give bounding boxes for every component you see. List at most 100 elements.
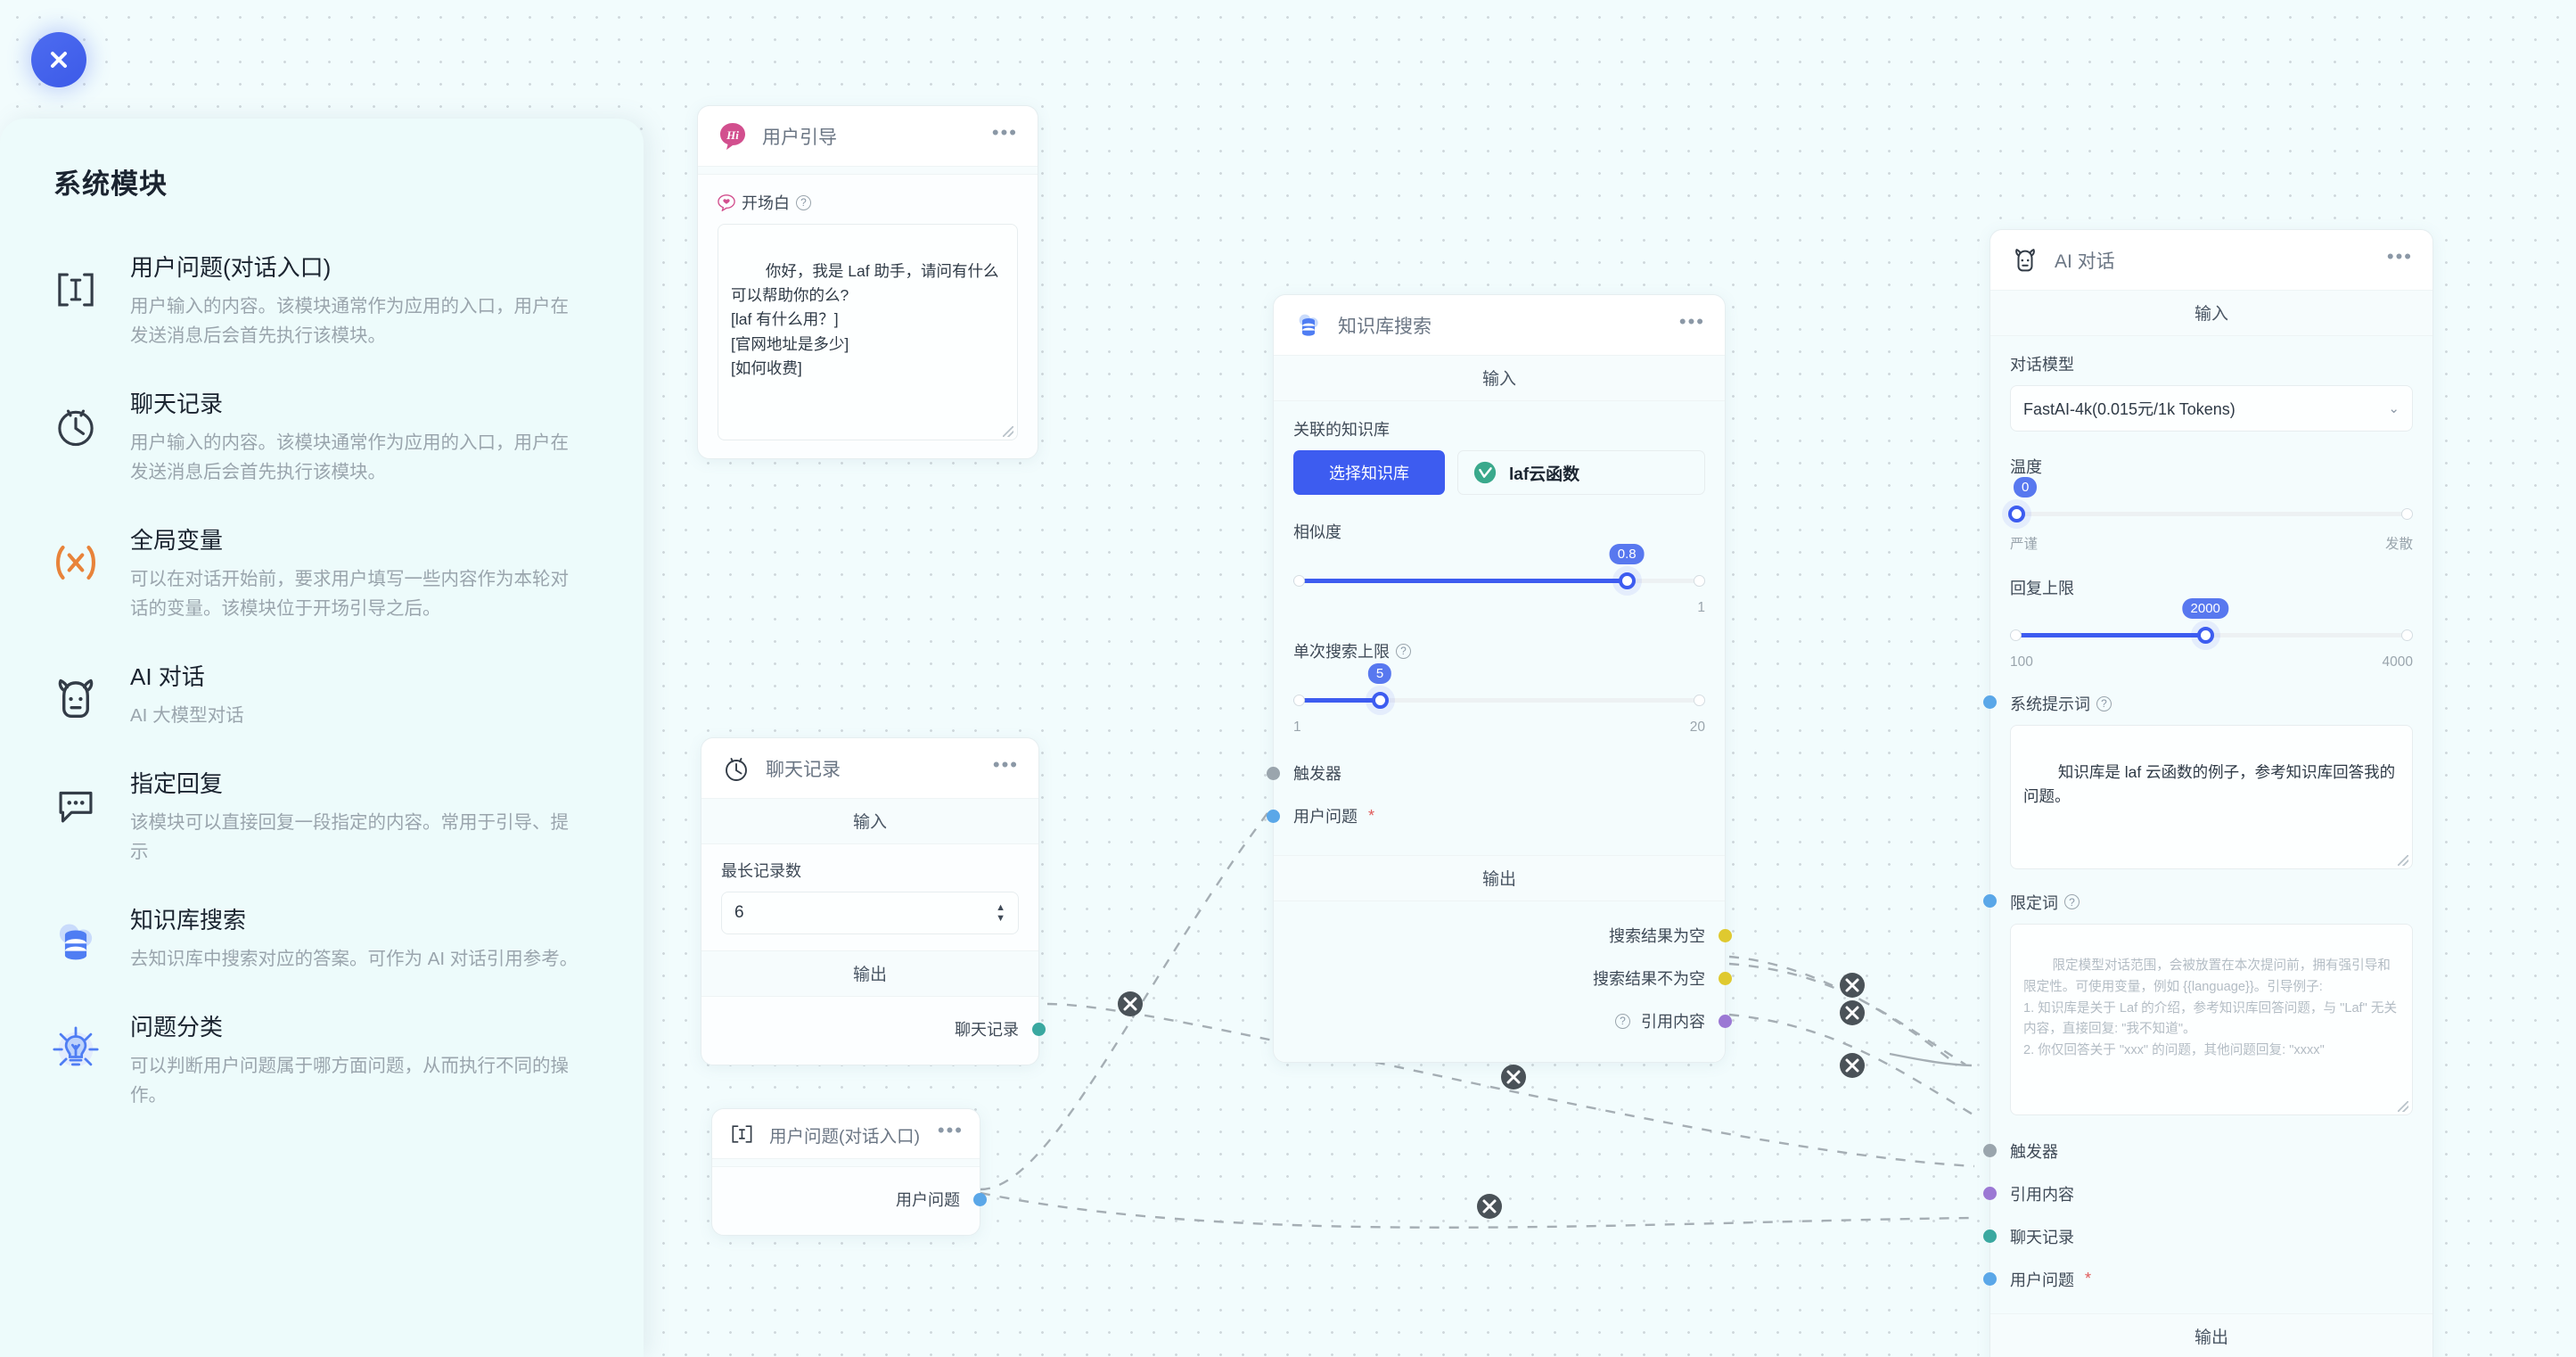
output-port-dot[interactable]	[1719, 1014, 1732, 1028]
node-header[interactable]: 用户问题(对话入口) •••	[712, 1109, 980, 1158]
temperature-knob[interactable]	[2008, 506, 2025, 522]
max-tokens-slider[interactable]: 2000	[2010, 598, 2413, 649]
similarity-knob[interactable]	[1619, 572, 1637, 589]
input-port-dot[interactable]	[1983, 695, 1997, 709]
node-menu-button[interactable]: •••	[991, 121, 1018, 144]
resize-grip[interactable]	[2398, 854, 2408, 866]
node-menu-button[interactable]: •••	[1678, 310, 1705, 333]
output-port-dot[interactable]	[973, 1192, 987, 1206]
help-icon[interactable]: ?	[796, 194, 811, 210]
edge-delete-button[interactable]	[1836, 1049, 1868, 1081]
node-menu-button[interactable]: •••	[2386, 245, 2413, 267]
limit-label: 单次搜索上限 ?	[1293, 639, 1705, 662]
input-row-trigger[interactable]: 触发器	[1267, 752, 1705, 794]
node-dataset-search[interactable]: 知识库搜索 ••• 输入 关联的知识库 选择知识库 laf云函数 相似度	[1267, 294, 1732, 1063]
node-user-question-entry[interactable]: 用户问题(对话入口) ••• 用户问题	[711, 1108, 987, 1236]
module-desc: 可以在对话开始前，要求用户填写一些内容作为本轮对话的变量。该模块位于开场引导之后…	[130, 568, 569, 620]
node-chat-history[interactable]: 聊天记录 ••• 输入 最长记录数 6 ▲ ▼ 输出 聊天记录	[701, 737, 1046, 1065]
output-label: 用户问题	[896, 1191, 960, 1209]
input-port-dot[interactable]	[1983, 1144, 1997, 1158]
select-dataset-button[interactable]: 选择知识库	[1293, 450, 1445, 495]
node-header[interactable]: Hi 用户引导 •••	[698, 106, 1038, 166]
module-item-question-classify[interactable]: 问题分类 可以判断用户问题属于哪方面问题，从而执行不同的操作。	[48, 991, 601, 1128]
node-menu-button[interactable]: •••	[937, 1119, 964, 1141]
output-row-quote-content[interactable]: ? 引用内容	[1293, 999, 1732, 1042]
max-tokens-max: 4000	[2382, 654, 2413, 670]
resize-grip[interactable]	[1003, 426, 1013, 437]
output-port-dot[interactable]	[1719, 928, 1732, 942]
input-port-dot[interactable]	[1983, 1230, 1997, 1244]
max-tokens-knob[interactable]	[2197, 627, 2215, 644]
input-label: 聊天记录	[2010, 1228, 2074, 1246]
output-label: 引用内容	[1641, 1013, 1705, 1031]
module-item-ai-chat[interactable]: AI 对话 AI 大模型对话	[48, 641, 601, 748]
help-icon[interactable]: ?	[1615, 1013, 1630, 1029]
module-name: AI 对话	[130, 663, 205, 691]
help-icon[interactable]: ?	[1396, 643, 1411, 659]
similarity-label: 相似度	[1293, 523, 1341, 541]
similarity-slider[interactable]: 0.8	[1293, 544, 1705, 595]
system-prompt-textarea[interactable]: 知识库是 laf 云函数的例子，参考知识库回答我的问题。	[2010, 725, 2413, 869]
output-port-dot[interactable]	[1032, 1022, 1046, 1036]
model-select[interactable]: FastAI-4k(0.015元/1k Tokens) ⌄	[2010, 385, 2413, 432]
limit-min: 1	[1293, 720, 1301, 735]
guide-textarea[interactable]: 你好，我是 Laf 助手，请问有什么可以帮助你的么? [laf 有什么用？] […	[718, 224, 1018, 440]
limit-prompt-textarea[interactable]: 限定模型对话范围，会被放置在本次提问前，拥有强引导和限定性。可使用变量，例如 {…	[2010, 923, 2413, 1115]
input-row-trigger[interactable]: 触发器	[1983, 1130, 2413, 1172]
temperature-scale: 严谨 发散	[2010, 533, 2413, 553]
input-port-dot[interactable]	[1983, 1272, 1997, 1287]
node-body: 对话模型 FastAI-4k(0.015元/1k Tokens) ⌄ 温度 0 …	[1983, 336, 2432, 1313]
ai-robot-icon	[2010, 245, 2040, 276]
chat-bubble-icon	[48, 778, 103, 834]
input-port-dot[interactable]	[1267, 809, 1280, 823]
node-user-guide[interactable]: Hi 用户引导 ••• 开场白 ? 你好，我是 Laf 助手，请问有什么可以帮助…	[697, 105, 1038, 459]
output-row-user-question[interactable]: 用户问题	[732, 1178, 987, 1221]
help-icon[interactable]: ?	[2064, 894, 2080, 910]
module-item-specified-reply[interactable]: 指定回复 该模块可以直接回复一段指定的内容。常用于引导、提示	[48, 748, 601, 884]
field-label-text: 开场白	[742, 194, 790, 212]
edge-delete-button[interactable]	[1114, 988, 1146, 1020]
stepper-down-icon[interactable]: ▼	[996, 912, 1005, 924]
module-item-dataset-search[interactable]: 知识库搜索 去知识库中搜索对应的答案。可作为 AI 对话引用参考。	[48, 884, 601, 991]
limit-slider[interactable]: 5	[1293, 663, 1705, 714]
module-item-global-variable[interactable]: 全局变量 可以在对话开始前，要求用户填写一些内容作为本轮对话的变量。该模块位于开…	[48, 505, 601, 641]
input-port-dot[interactable]	[1983, 893, 1997, 908]
number-stepper[interactable]: ▲ ▼	[996, 901, 1005, 924]
limit-value-badge: 5	[1367, 663, 1392, 684]
temperature-slider[interactable]: 0	[2008, 477, 2413, 528]
node-ai-chat[interactable]: AI 对话 ••• 输入 对话模型 FastAI-4k(0.015元/1k To…	[1983, 229, 2433, 1357]
edge-delete-button[interactable]	[1473, 1190, 1505, 1222]
dataset-chip[interactable]: laf云函数	[1457, 450, 1705, 495]
input-section-band: 输入	[1990, 290, 2432, 336]
node-menu-button[interactable]: •••	[992, 753, 1019, 776]
help-icon[interactable]: ?	[2096, 695, 2112, 711]
node-header[interactable]: AI 对话 •••	[1990, 230, 2432, 290]
input-row-chat-history[interactable]: 聊天记录	[1983, 1215, 2413, 1258]
input-port-dot[interactable]	[1983, 1187, 1997, 1201]
output-row-empty-result[interactable]: 搜索结果为空	[1293, 914, 1732, 957]
edge-delete-button[interactable]	[1497, 1061, 1530, 1093]
limit-knob[interactable]	[1372, 692, 1390, 709]
node-title: 用户问题(对话入口)	[769, 1126, 920, 1147]
max-records-input[interactable]: 6 ▲ ▼	[721, 892, 1019, 934]
output-port-dot[interactable]	[1719, 971, 1732, 985]
system-prompt-label-text: 系统提示词	[2010, 695, 2090, 713]
node-header[interactable]: 聊天记录 •••	[701, 738, 1038, 798]
node-divider	[712, 1158, 980, 1167]
resize-grip[interactable]	[2398, 1100, 2408, 1112]
input-row-quote-content[interactable]: 引用内容	[1983, 1172, 2413, 1215]
guide-field-label: 开场白 ?	[718, 191, 1018, 214]
stepper-up-icon[interactable]: ▲	[996, 901, 1005, 913]
output-section-band: 输出	[1990, 1312, 2432, 1357]
edge-delete-button[interactable]	[1836, 997, 1868, 1029]
input-row-user-question[interactable]: 用户问题*	[1267, 794, 1705, 837]
module-item-chat-history[interactable]: 聊天记录 用户输入的内容。该模块通常作为应用的入口，用户在发送消息后会首先执行该…	[48, 368, 601, 505]
input-port-dot[interactable]	[1267, 766, 1280, 780]
input-row-user-question[interactable]: 用户问题*	[1983, 1258, 2413, 1301]
output-row-nonempty-result[interactable]: 搜索结果不为空	[1293, 957, 1732, 999]
module-item-user-question[interactable]: 用户问题(对话入口) 用户输入的内容。该模块通常作为应用的入口，用户在发送消息后…	[48, 232, 601, 368]
node-header[interactable]: 知识库搜索 •••	[1274, 295, 1725, 355]
output-row-chat-history[interactable]: 聊天记录	[721, 1007, 1046, 1050]
close-button[interactable]	[31, 32, 86, 87]
